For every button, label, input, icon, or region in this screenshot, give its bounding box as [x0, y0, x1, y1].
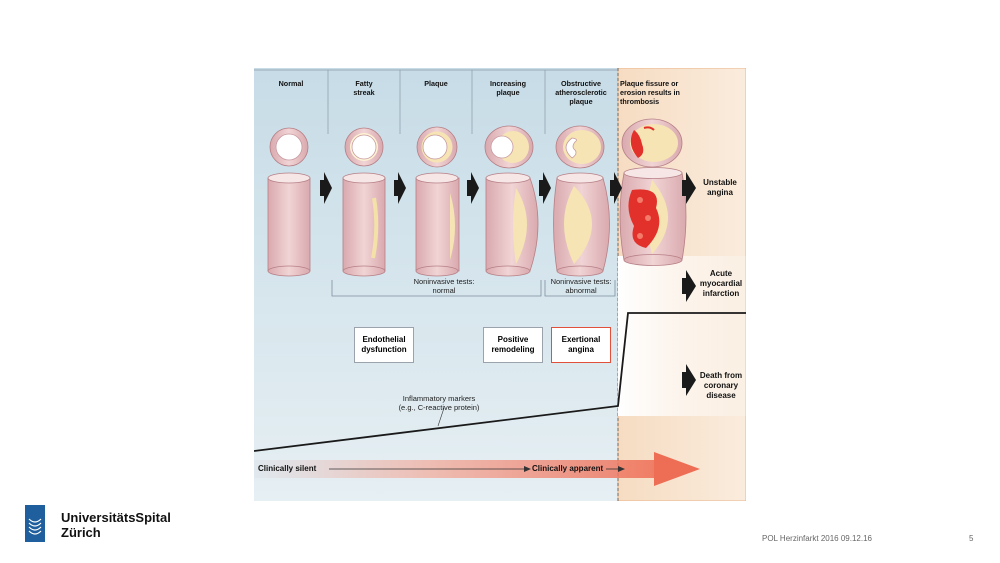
atherosclerosis-progression-figure: Normal Fatty streak Plaque Increasing pl… — [254, 68, 746, 501]
page-number: 5 — [969, 534, 974, 543]
stage-label-fatty-streak: Fatty streak — [353, 79, 375, 97]
tests-normal-bracket — [331, 280, 542, 297]
vessel-fatty-streak — [342, 127, 386, 277]
inflammatory-markers-label: Inflammatory markers (e.g., C-reactive p… — [398, 394, 480, 412]
progression-arrow-4 — [539, 172, 551, 204]
vessel-thrombosis — [619, 118, 687, 266]
progression-arrow-2 — [394, 172, 406, 204]
outcome-arrow-acute-mi — [682, 270, 696, 302]
tests-abnormal-bracket — [544, 280, 616, 297]
outcome-arrow-unstable-angina — [682, 172, 696, 204]
outcome-acute-mi: Acute myocardial infarction — [699, 269, 743, 298]
stage-label-thrombosis: Plaque fissure or erosion results in thr… — [620, 79, 680, 106]
inflammatory-leader-line — [437, 407, 445, 427]
stage-label-obstructive-plaque: Obstructive atherosclerotic plaque — [555, 79, 607, 106]
tests-normal-label: Noninvasive tests: normal — [413, 277, 475, 295]
outcome-death-coronary: Death from coronary disease — [699, 371, 743, 400]
stage-label-plaque: Plaque — [424, 79, 448, 88]
footer-text: POL Herzinfarkt 2016 09.12.16 — [762, 534, 872, 543]
vessel-increasing-plaque — [484, 125, 539, 277]
progression-arrow-3 — [467, 172, 479, 204]
stage-label-normal: Normal — [278, 79, 304, 88]
figure-graphics — [254, 68, 746, 501]
stage-label-increasing-plaque: Increasing plaque — [490, 79, 526, 97]
brand-name-line2: Zürich — [61, 525, 101, 540]
clinically-apparent-label: Clinically apparent — [532, 464, 604, 473]
outcome-arrow-death — [682, 364, 696, 396]
vessel-plaque — [415, 126, 460, 277]
inflammatory-marker-line — [254, 312, 746, 452]
box-positive-remodeling: Positive remodeling — [483, 327, 543, 363]
outcome-unstable-angina: Unstable angina — [703, 178, 737, 197]
vessel-obstructive-plaque — [553, 125, 610, 277]
vessel-normal — [267, 127, 311, 277]
universitatsspital-logo — [25, 505, 45, 542]
progression-arrow-1 — [320, 172, 332, 204]
clinical-band-arrowhead — [654, 452, 700, 486]
brand-name-line1: UniversitätsSpital — [61, 510, 171, 525]
tests-abnormal-label: Noninvasive tests: abnormal — [550, 277, 612, 295]
progression-arrows — [320, 172, 696, 396]
box-exertional-angina: Exertional angina — [551, 327, 611, 363]
clinically-silent-label: Clinically silent — [258, 464, 317, 473]
box-endothelial-dysfunction: Endothelial dysfunction — [354, 327, 414, 363]
progression-arrow-5 — [610, 172, 622, 204]
